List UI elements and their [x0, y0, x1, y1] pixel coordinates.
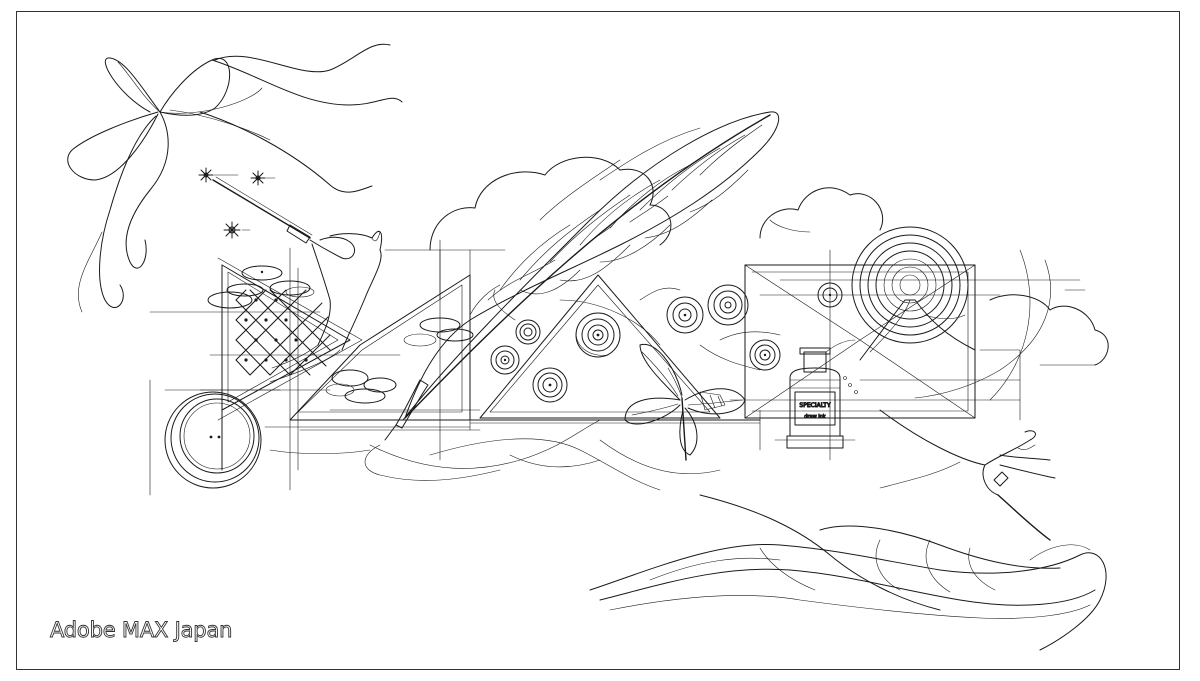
- right-frames: [729, 249, 1081, 461]
- roses: [490, 282, 843, 403]
- sun-and-mountain: [851, 226, 1051, 399]
- ink-bottle: SPECIALTY draw ink: [774, 339, 858, 449]
- butterfly: [624, 343, 746, 461]
- right-hand-with-pen: [879, 409, 1056, 541]
- wand-and-hand: [212, 176, 383, 383]
- snowflake-icons: [198, 167, 276, 239]
- swoop-lines: [269, 239, 1086, 491]
- caption-label: Adobe MAX Japan: [50, 618, 233, 643]
- clouds: [429, 156, 1109, 366]
- feather-quill: [364, 111, 780, 481]
- ink-label-line2: draw ink: [804, 414, 826, 420]
- flowing-waves: [589, 494, 1107, 651]
- letter-m-left-triangle: [149, 247, 401, 491]
- letter-a-triangle: [469, 274, 761, 424]
- concentric-circles-left: [149, 379, 281, 496]
- ribbon-bow: [67, 43, 403, 313]
- diamond-lattice: [235, 289, 331, 376]
- ink-label-line1: SPECIALTY: [799, 402, 830, 409]
